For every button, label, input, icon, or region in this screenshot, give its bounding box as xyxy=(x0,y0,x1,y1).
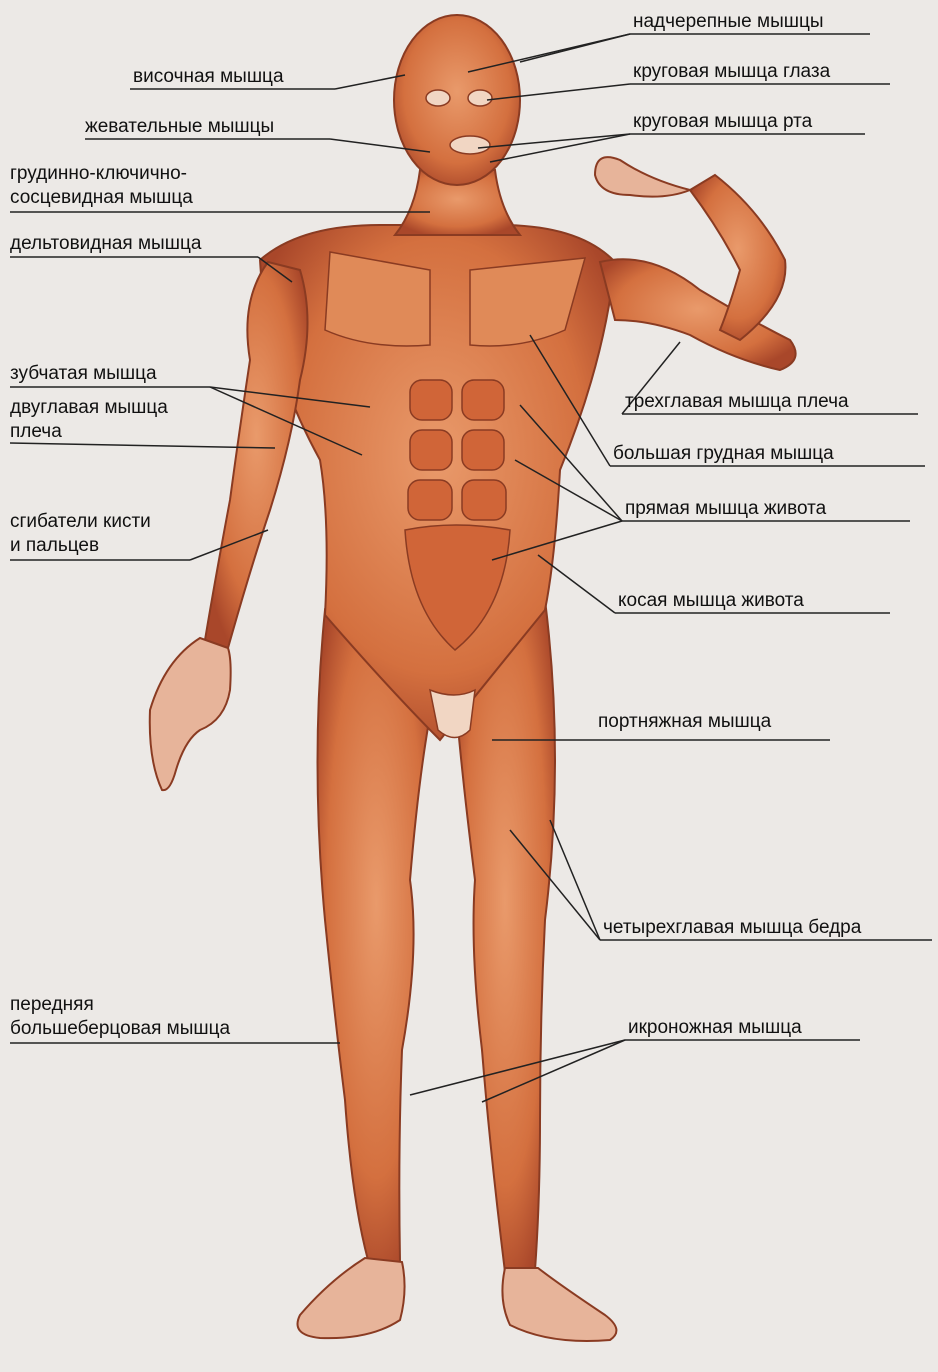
label-deltoid: дельтовидная мышца xyxy=(10,232,201,256)
label-biceps-line1: двуглавая мышца xyxy=(10,396,168,420)
label-tibialis-line1: передняя xyxy=(10,993,230,1017)
label-pectoralis-major: большая грудная мышца xyxy=(613,442,834,466)
label-tibialis-line2: большеберцовая мышца xyxy=(10,1017,230,1041)
label-serratus: зубчатая мышца xyxy=(10,362,157,386)
left-leg xyxy=(298,610,436,1338)
label-orbicularis-oris: круговая мышца рта xyxy=(633,110,812,134)
label-orbicularis-oculi: круговая мышца глаза xyxy=(633,60,830,84)
label-biceps: двуглавая мышца плеча xyxy=(10,396,168,444)
label-quadriceps: четырехглавая мышца бедра xyxy=(603,916,861,940)
right-leg xyxy=(455,600,616,1341)
label-masseter: жевательные мышцы xyxy=(85,115,274,139)
label-rectus-abdominis: прямая мышца живота xyxy=(625,497,826,521)
label-flexors: сгибатели кисти и пальцев xyxy=(10,510,151,558)
label-epicranius: надчерепные мышцы xyxy=(633,10,824,34)
label-scm-line2: сосцевидная мышца xyxy=(10,186,193,210)
label-scm-line1: грудинно-ключично- xyxy=(10,162,193,186)
right-arm xyxy=(595,157,796,370)
label-gastrocnemius: икроножная мышца xyxy=(628,1016,802,1040)
head-neck xyxy=(394,15,520,235)
label-biceps-line2: плеча xyxy=(10,420,168,444)
label-temporalis: височная мышца xyxy=(133,65,284,89)
label-sartorius: портняжная мышца xyxy=(598,710,771,734)
torso xyxy=(260,225,615,740)
label-external-oblique: косая мышца живота xyxy=(618,589,804,613)
label-triceps: трехглавая мышца плеча xyxy=(625,390,849,414)
label-flexors-line1: сгибатели кисти xyxy=(10,510,151,534)
label-tibialis-anterior: передняя большеберцовая мышца xyxy=(10,993,230,1041)
label-sternocleidomastoid: грудинно-ключично- сосцевидная мышца xyxy=(10,162,193,210)
left-arm xyxy=(150,262,308,790)
label-flexors-line2: и пальцев xyxy=(10,534,151,558)
